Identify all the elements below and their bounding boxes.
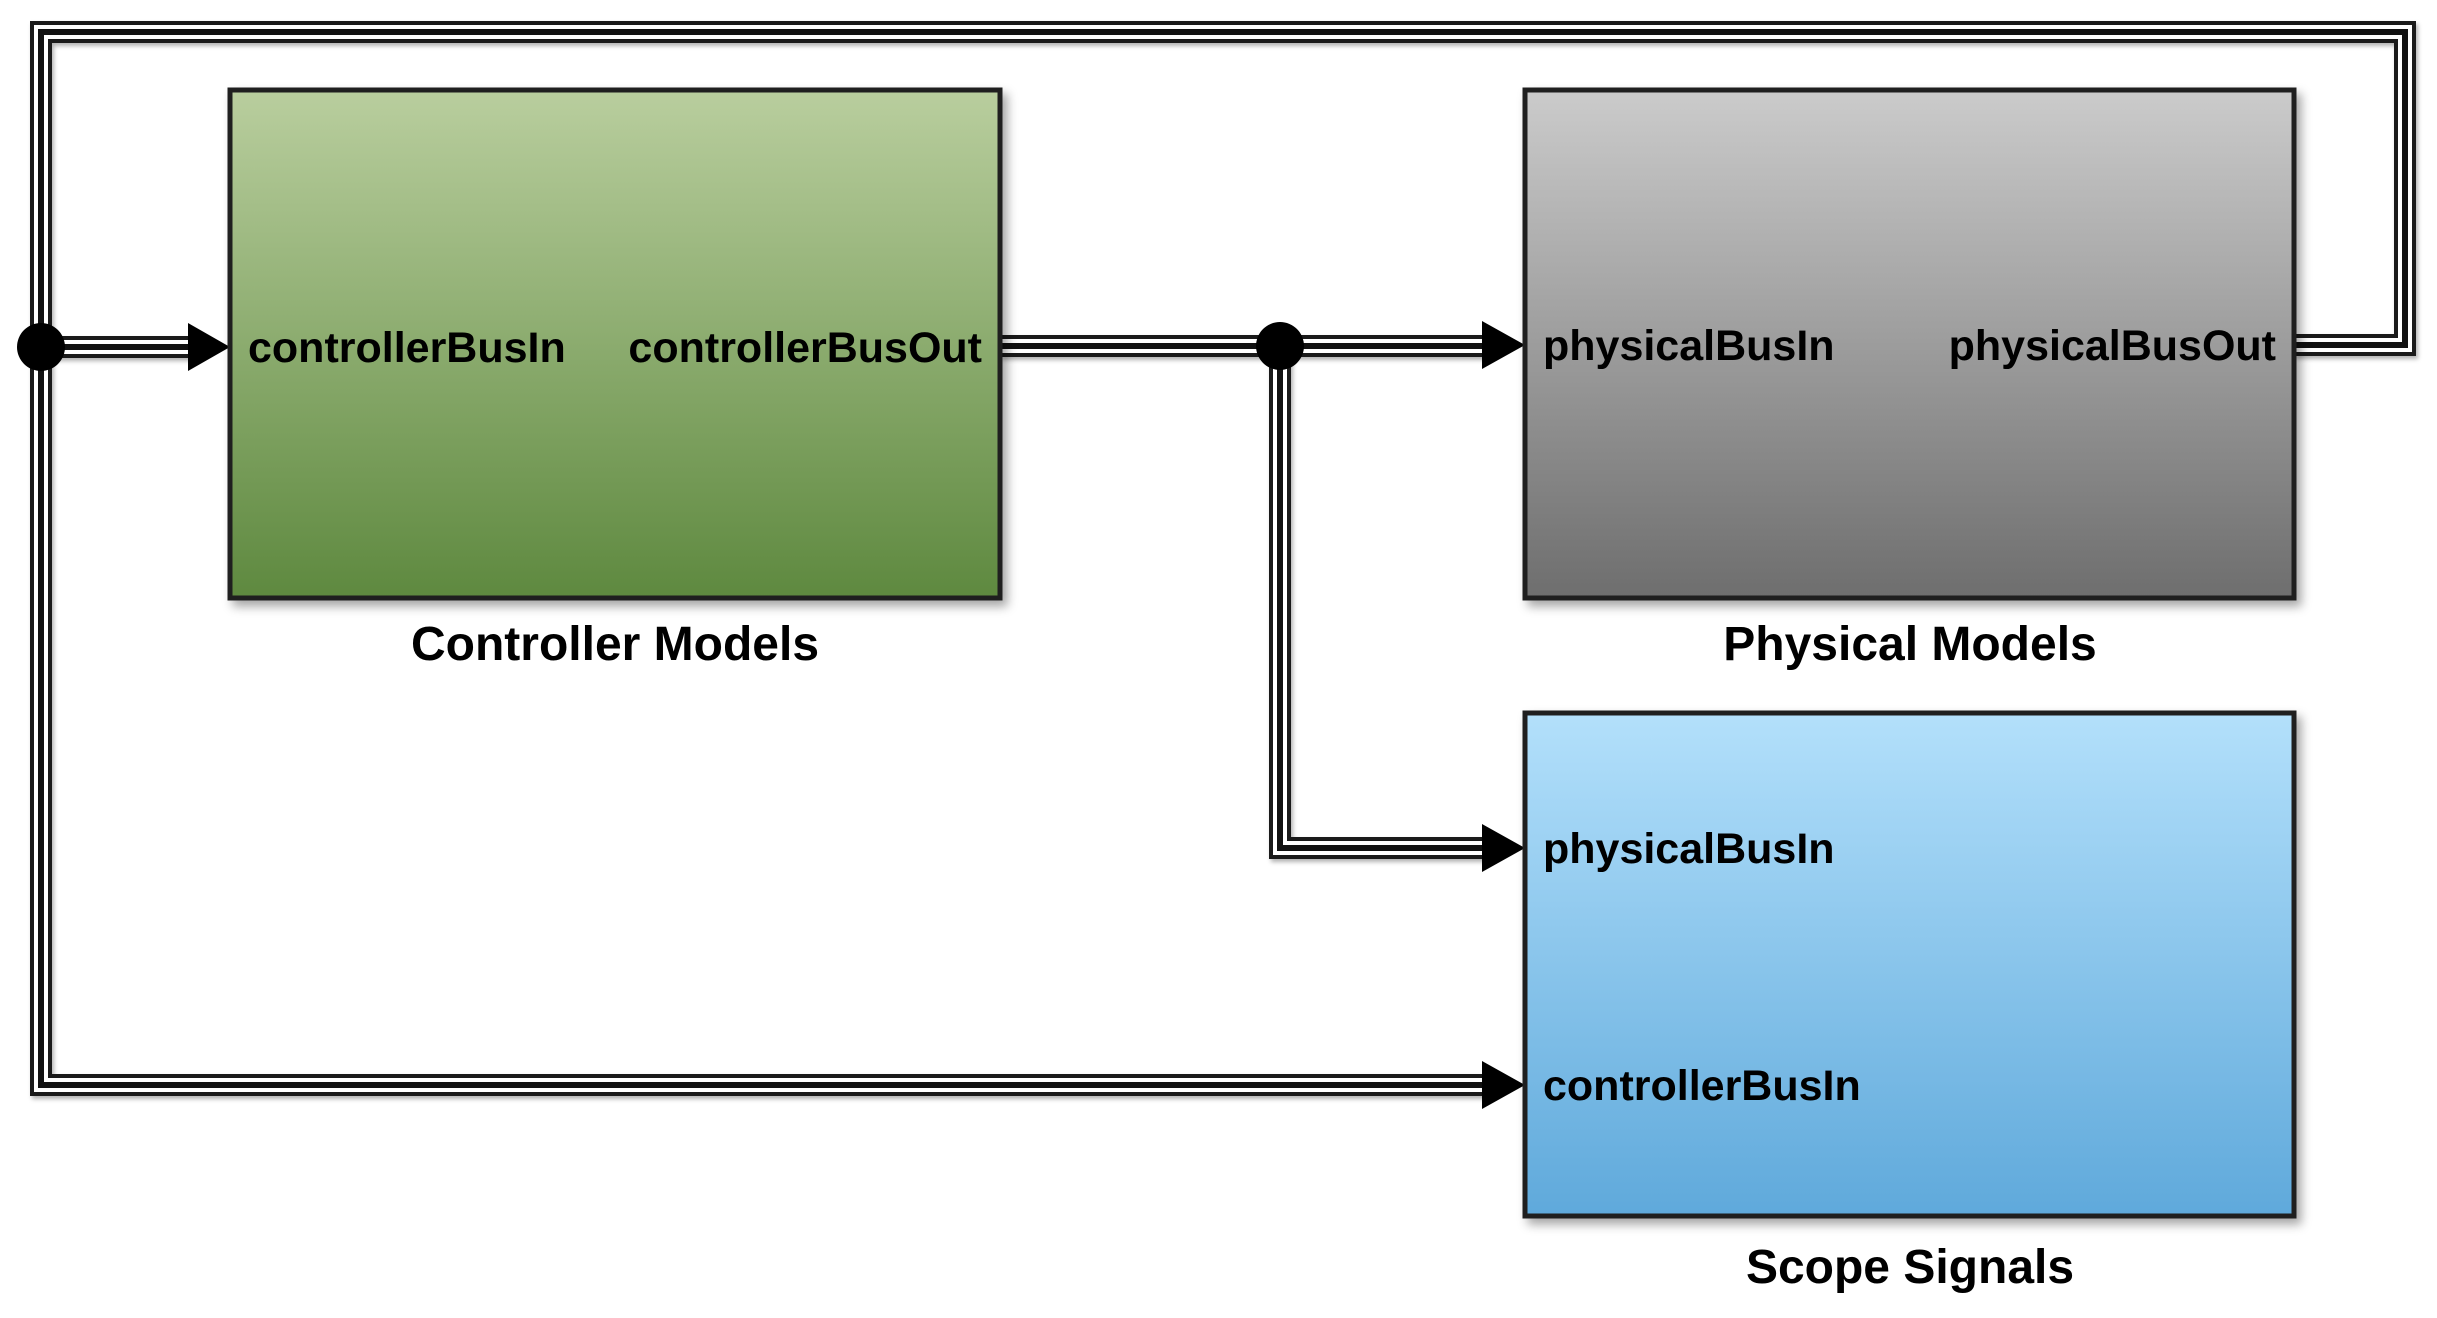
bus-junction-dot-center [1256,322,1304,370]
bus-wire-branch-to-scope[interactable] [1269,346,1486,859]
port-label-scope-controllerBusIn: controllerBusIn [1543,1062,1861,1110]
subsystem-block-scope-signals[interactable] [1522,710,2297,1219]
port-label-physicalBusOut: physicalBusOut [1949,322,2276,370]
port-label-controllerBusIn: controllerBusIn [248,324,566,372]
port-label-scope-physicalBusIn: physicalBusIn [1543,825,1835,873]
subsystem-block-controller-models[interactable] [227,87,1003,601]
port-label-physicalBusIn: physicalBusIn [1543,322,1835,370]
arrowhead-into-scope-controllerBusIn [1482,1061,1525,1109]
arrowhead-into-scope-physicalBusIn [1482,824,1525,872]
block-label-physical-models[interactable]: Physical Models [1723,618,2096,671]
bus-wire-feedback-loop[interactable] [30,21,2416,1096]
bus-junction-dot-left [17,323,65,371]
arrowhead-into-controllerBusIn [188,323,230,371]
block-label-scope-signals[interactable]: Scope Signals [1746,1241,2074,1294]
arrowhead-into-physicalBusIn [1482,321,1525,369]
block-label-controller-models[interactable]: Controller Models [411,618,819,671]
subsystem-block-physical-models[interactable] [1522,87,2297,601]
port-label-controllerBusOut: controllerBusOut [628,324,982,372]
